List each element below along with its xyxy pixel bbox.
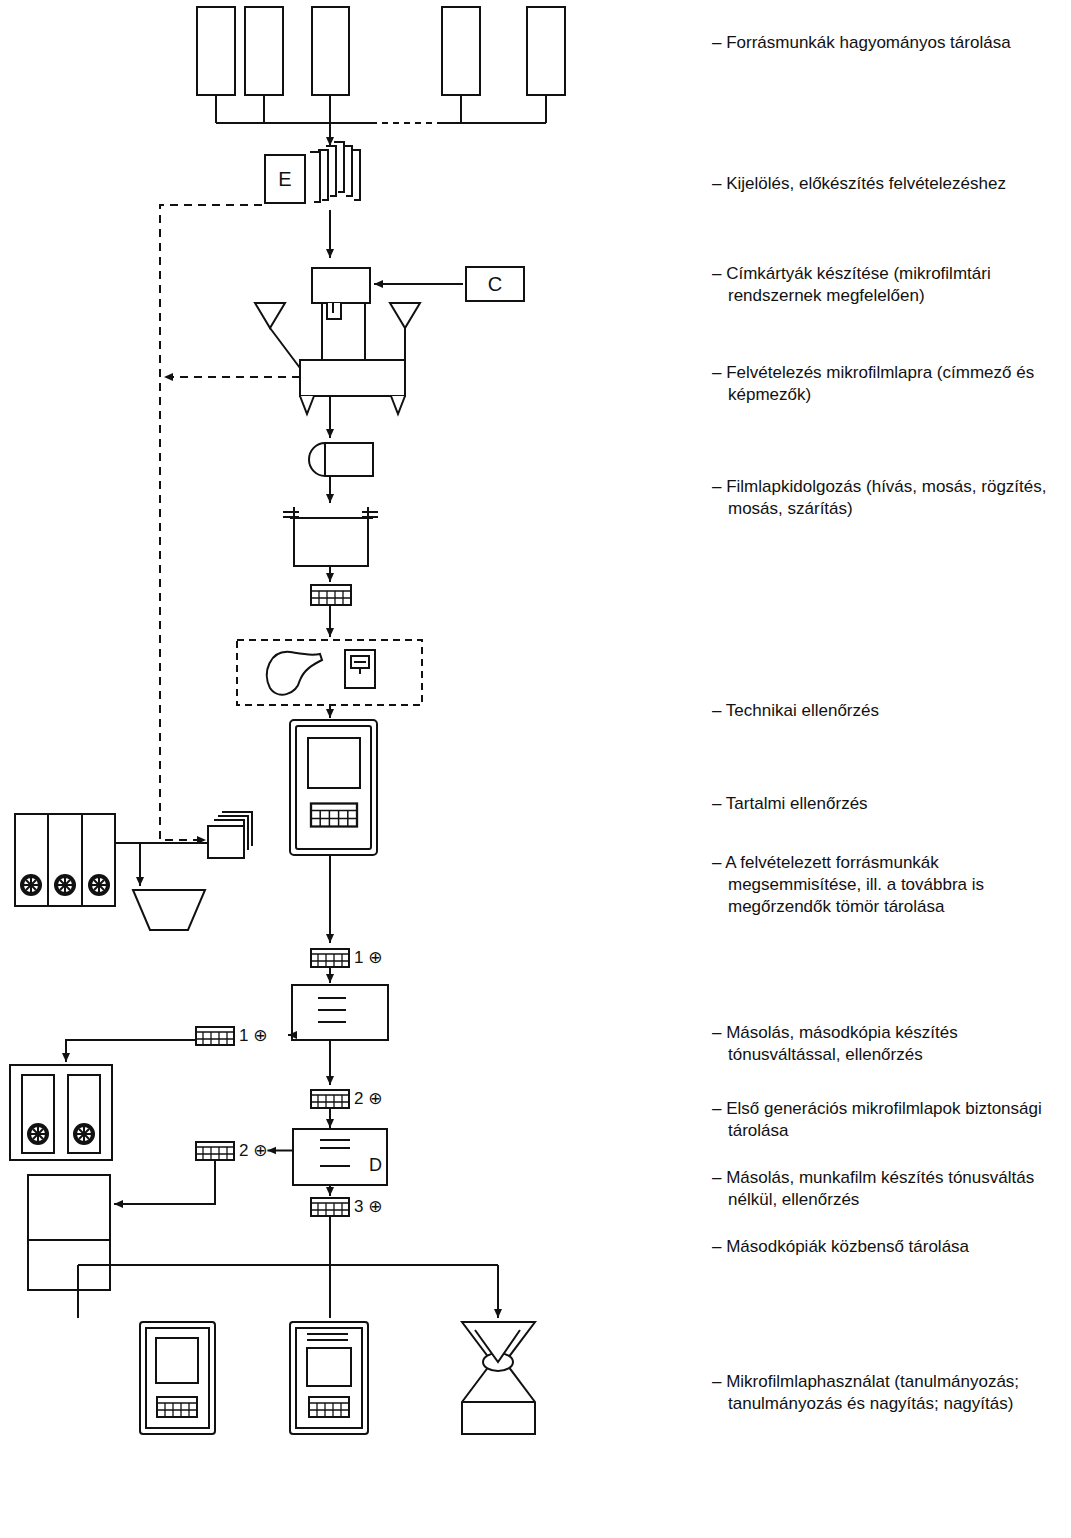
generation-mark: 2 ⊕ bbox=[239, 1140, 267, 1161]
microfilm-camera bbox=[255, 268, 420, 414]
label-box: C bbox=[465, 266, 525, 302]
step-description: – Címkártyák készítése (mikrofilmtári re… bbox=[712, 263, 1062, 307]
generation-mark: 2 ⊕ bbox=[354, 1088, 382, 1109]
developer-tank bbox=[283, 507, 378, 566]
step-description: – Filmlapkidolgozás (hívás, mosás, rögzí… bbox=[712, 476, 1062, 520]
step-description: – Tartalmi ellenőrzés bbox=[712, 793, 1062, 815]
microfiche-node: 2 ⊕ bbox=[195, 1140, 267, 1161]
microfiche-icon bbox=[195, 1141, 235, 1161]
flow-arrow bbox=[329, 1109, 331, 1128]
microfiche-reader bbox=[290, 720, 377, 855]
card-cabinet bbox=[28, 1175, 110, 1290]
microfiche-icon bbox=[310, 1089, 350, 1109]
generation-mark: 3 ⊕ bbox=[354, 1196, 382, 1217]
inspection-tools bbox=[237, 640, 422, 705]
flow-arrow bbox=[329, 1186, 331, 1196]
step-description: – Másodkópiák közbenső tárolása bbox=[712, 1236, 1062, 1258]
step-description: – Másolás, munkafilm készítés tónusváltá… bbox=[712, 1167, 1062, 1211]
card-stack bbox=[208, 812, 252, 858]
copier-box: D bbox=[292, 1128, 388, 1186]
step-description: – Technikai ellenőrzés bbox=[712, 700, 1062, 722]
flow-arrow bbox=[267, 1150, 292, 1152]
microfiche-icon bbox=[310, 948, 350, 968]
microfiche-node: 1 ⊕ bbox=[195, 1025, 267, 1046]
source-shelves bbox=[197, 7, 565, 146]
contact-copier bbox=[292, 985, 388, 1040]
microfiche-icon bbox=[195, 1026, 235, 1046]
generation-mark: 1 ⊕ bbox=[239, 1025, 267, 1046]
label-box: E bbox=[264, 154, 306, 204]
card-stack bbox=[310, 142, 360, 202]
microfiche-node: 3 ⊕ bbox=[310, 1196, 382, 1217]
step-description: – Kijelölés, előkészítés felvételezéshez bbox=[712, 173, 1062, 195]
step-description: – Mikrofilmlaphasználat (tanulmányozás; … bbox=[712, 1371, 1062, 1415]
destruction-bin bbox=[133, 890, 205, 930]
box-letter: E bbox=[278, 168, 291, 191]
box-letter: D bbox=[369, 1155, 382, 1176]
safety-storage bbox=[10, 1065, 112, 1160]
step-description: – Forrásmunkák hagyományos tárolása bbox=[712, 32, 1062, 54]
step-description: – Másolás, másodkópia készítés tónusvált… bbox=[712, 1022, 1062, 1066]
step-description: – Első generációs mikrofilmlapok biztons… bbox=[712, 1098, 1062, 1142]
step-description: – Felvételezés mikrofilmlapra (címmező é… bbox=[712, 362, 1062, 406]
film-cassette bbox=[309, 443, 373, 476]
reader-devices bbox=[140, 1322, 535, 1434]
microfiche-icon bbox=[310, 1197, 350, 1217]
microfiche-node: 1 ⊕ bbox=[310, 947, 382, 968]
compact-shelving bbox=[15, 814, 115, 906]
generation-mark: 1 ⊕ bbox=[354, 947, 382, 968]
step-description: – A felvételezett forrásmunkák megsemmis… bbox=[712, 852, 1062, 918]
box-letter: C bbox=[488, 273, 502, 296]
microfiche-node: 2 ⊕ bbox=[310, 1088, 382, 1109]
